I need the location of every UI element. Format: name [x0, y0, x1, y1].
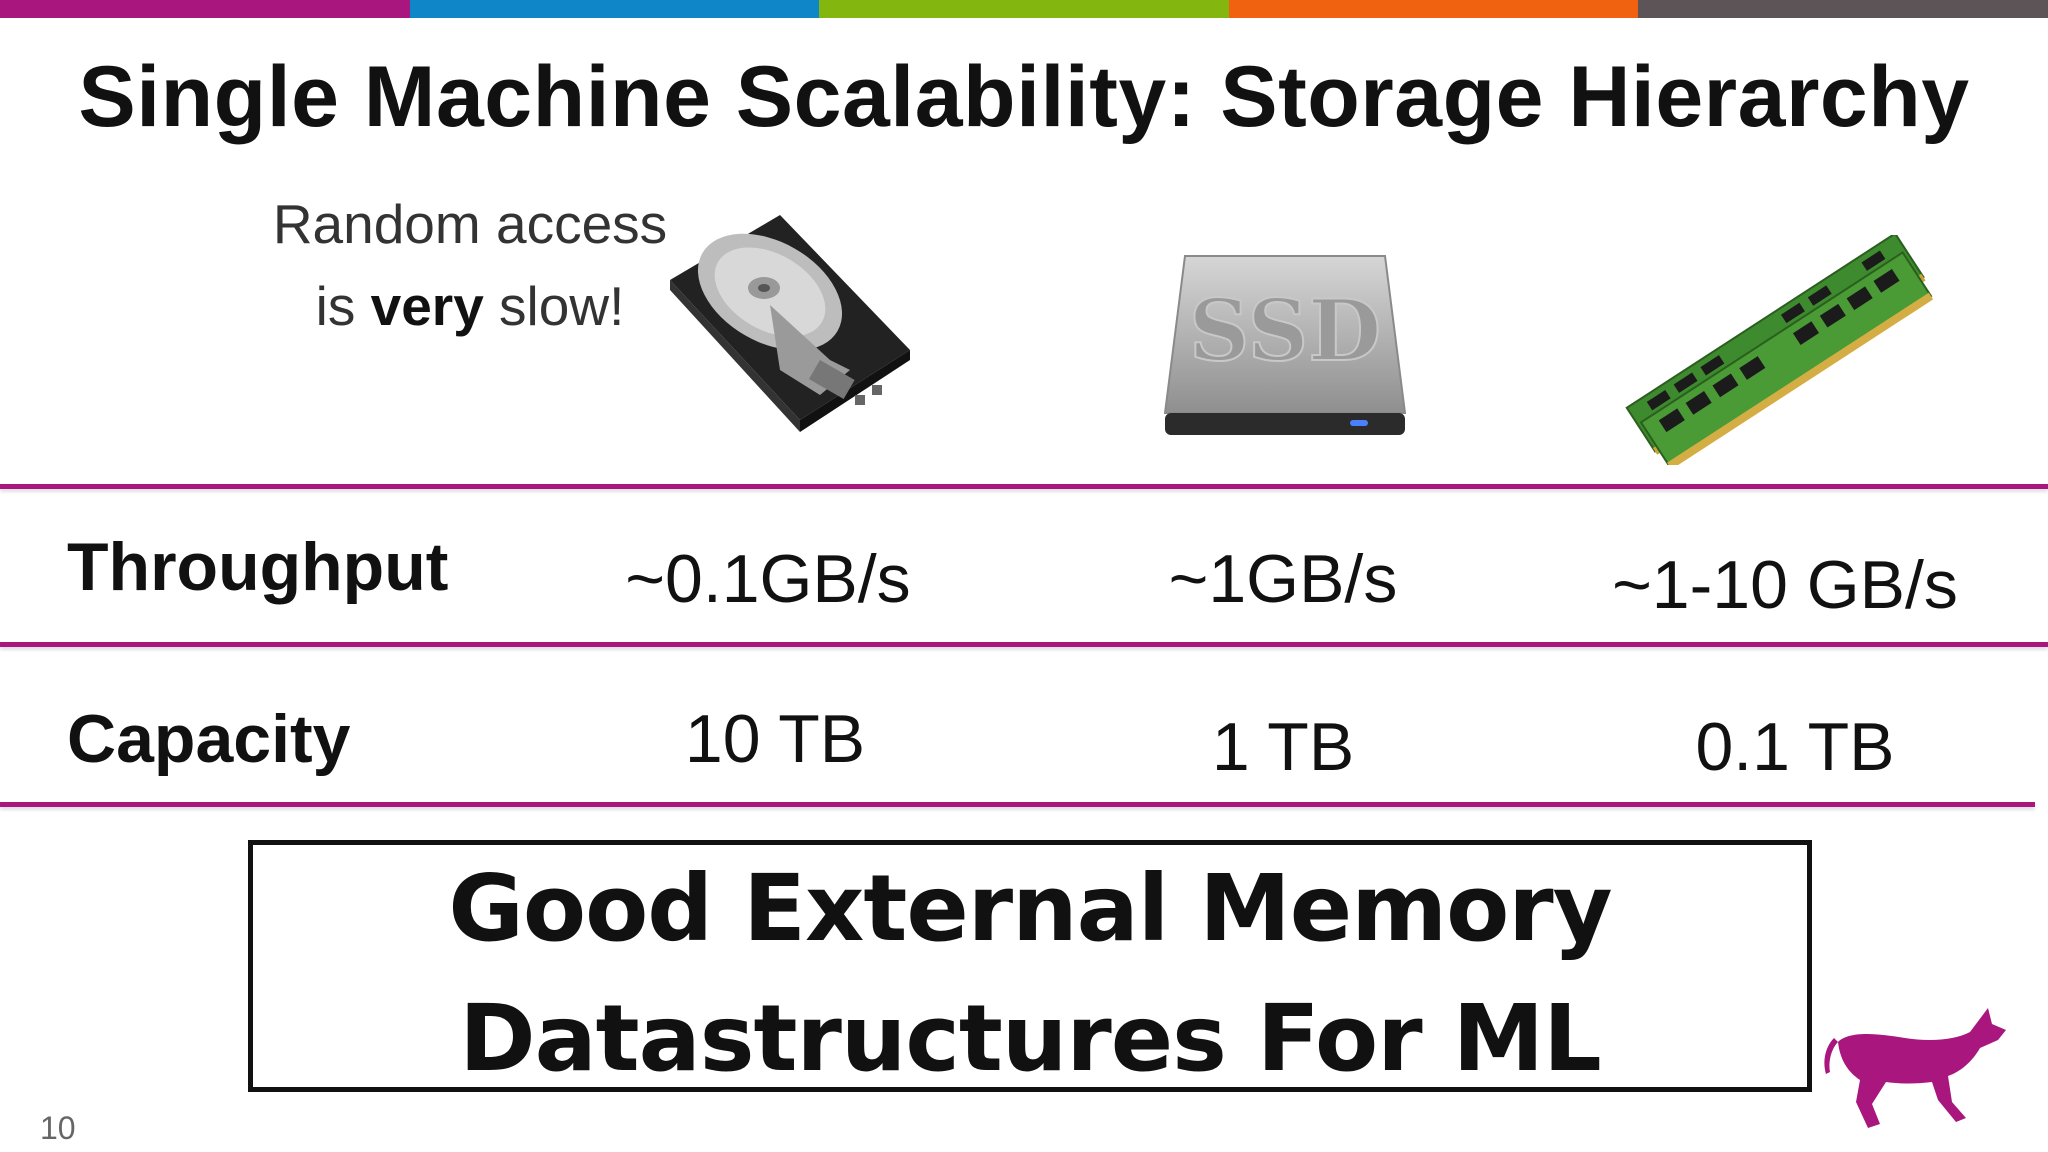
table-rule-bottom — [0, 802, 2035, 807]
ssd-icon: SSD — [1163, 255, 1407, 435]
dog-mascot-logo-icon — [1824, 1008, 2006, 1128]
accent-bar-blue — [409, 0, 820, 18]
slide-title: Single Machine Scalability: Storage Hier… — [78, 49, 1970, 145]
hdd-capacity: 10 TB — [684, 701, 866, 777]
ram-module-icon — [1625, 235, 1934, 465]
hard-disk-drive-icon — [670, 215, 910, 432]
ssd-throughput: ~1GB/s — [1168, 541, 1398, 617]
callout-line-1: Good External Memory — [448, 855, 1612, 962]
ssd-capacity: 1 TB — [1211, 709, 1355, 785]
ram-capacity: 0.1 TB — [1695, 709, 1895, 785]
hdd-throughput: ~0.1GB/s — [625, 541, 911, 617]
ram-throughput: ~1-10 GB/s — [1612, 547, 1958, 623]
ssd-label: SSD — [1189, 281, 1381, 380]
note-line-2: is very slow! — [315, 275, 625, 337]
callout-line-2: Datastructures For ML — [459, 985, 1602, 1092]
accent-color-bar — [0, 0, 2048, 18]
throughput-label: Throughput — [67, 529, 449, 605]
accent-bar-orange — [1228, 0, 1639, 18]
accent-bar-green — [819, 0, 1229, 18]
accent-bar-magenta — [0, 0, 410, 18]
random-access-note: Random access is very slow! — [255, 183, 685, 347]
page-number: 10 — [40, 1110, 76, 1146]
capacity-label: Capacity — [67, 701, 351, 777]
table-rule-top — [0, 484, 2048, 489]
note-line-1: Random access — [272, 193, 668, 255]
accent-bar-gray — [1638, 0, 2048, 18]
callout-box: Good External Memory Datastructures For … — [248, 840, 1812, 1092]
note-emphasis: very — [370, 275, 484, 337]
table-rule-middle — [0, 642, 2048, 647]
